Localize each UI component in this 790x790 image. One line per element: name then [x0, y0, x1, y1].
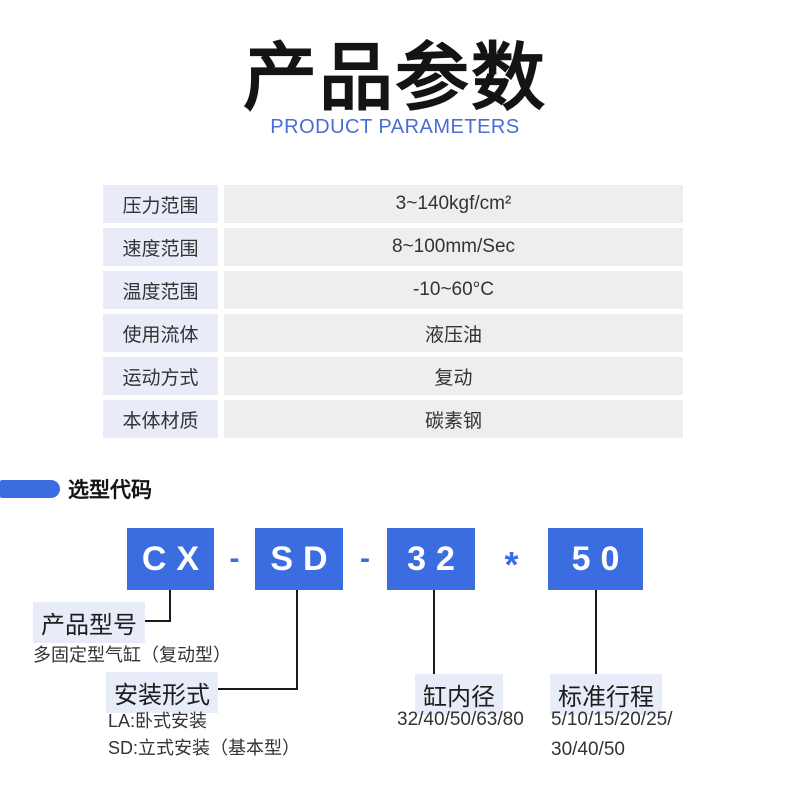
spec-label: 压力范围 [103, 185, 218, 223]
callout-desc-stroke-sizes-1: 5/10/15/20/25/ [551, 709, 673, 730]
spec-value: -10~60°C [224, 271, 683, 309]
callout-label-mount-type: 安装形式 [106, 672, 218, 713]
code-separator-dash: - [360, 542, 370, 575]
spec-value: 8~100mm/Sec [224, 228, 683, 266]
spec-value: 3~140kgf/cm² [224, 185, 683, 223]
table-row: 温度范围 -10~60°C [103, 271, 683, 309]
page-title: 产品参数 [243, 36, 547, 119]
section-heading: 选型代码 [68, 479, 152, 502]
section-accent-bar [0, 480, 60, 498]
code-box-stroke: 50 [548, 528, 643, 590]
spec-label: 温度范围 [103, 271, 218, 309]
code-box-mount-type: SD [255, 528, 343, 590]
callout-label-bore: 缸内径 [415, 674, 503, 715]
callout-desc-stroke-sizes-2: 30/40/50 [551, 739, 625, 760]
spec-label: 运动方式 [103, 357, 218, 395]
spec-label: 本体材质 [103, 400, 218, 438]
spec-value: 液压油 [224, 314, 683, 352]
code-box-model: CX [127, 528, 214, 590]
spec-label: 速度范围 [103, 228, 218, 266]
connector-line-model-horizontal [132, 620, 171, 622]
spec-label: 使用流体 [103, 314, 218, 352]
table-row: 本体材质 碳素钢 [103, 400, 683, 438]
connector-line-bore-vertical [433, 590, 435, 678]
connector-line-model-vertical [169, 590, 171, 622]
code-box-bore: 32 [387, 528, 475, 590]
callout-label-product-model: 产品型号 [33, 602, 145, 643]
spec-value: 复动 [224, 357, 683, 395]
table-row: 压力范围 3~140kgf/cm² [103, 185, 683, 223]
table-row: 使用流体 液压油 [103, 314, 683, 352]
table-row: 运动方式 复动 [103, 357, 683, 395]
callout-desc-mount-sd: SD:立式安装（基本型） [108, 738, 301, 758]
connector-line-mount-vertical [296, 590, 298, 690]
connector-line-stroke-vertical [595, 590, 597, 678]
table-row: 速度范围 8~100mm/Sec [103, 228, 683, 266]
connector-line-mount-horizontal [206, 688, 298, 690]
callout-label-stroke: 标准行程 [550, 674, 662, 715]
callout-desc-product-model: 多固定型气缸（复动型） [33, 645, 231, 665]
code-separator-dash: - [229, 542, 240, 575]
code-separator-star: * [504, 544, 519, 585]
callout-desc-bore-sizes: 32/40/50/63/80 [397, 709, 524, 730]
spec-table: 压力范围 3~140kgf/cm² 速度范围 8~100mm/Sec 温度范围 … [103, 185, 683, 443]
callout-desc-mount-la: LA:卧式安装 [108, 711, 208, 731]
spec-value: 碳素钢 [224, 400, 683, 438]
page-subtitle: PRODUCT PARAMETERS [270, 116, 520, 138]
